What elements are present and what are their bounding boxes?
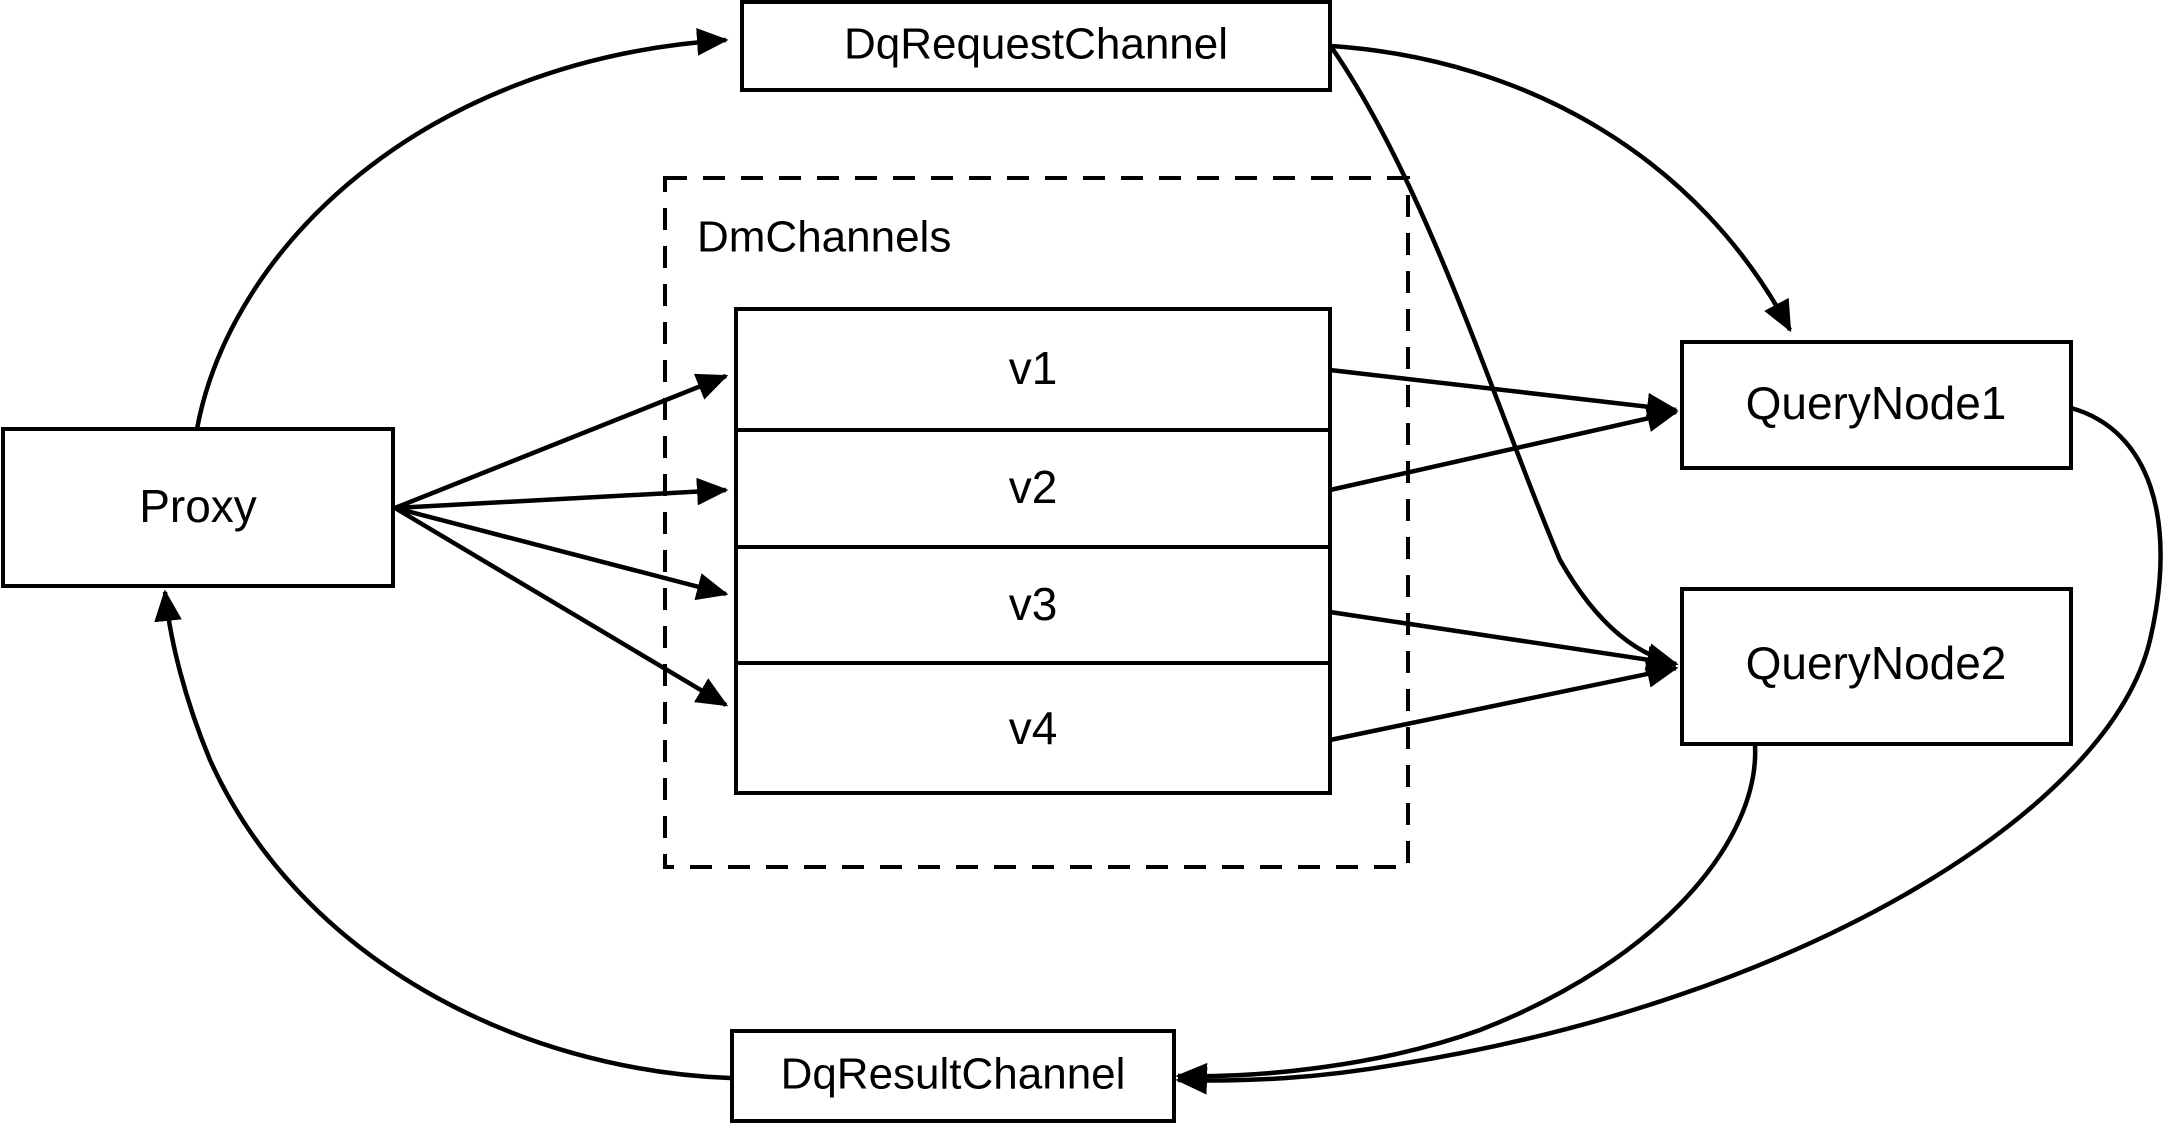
dqrequestchannel-label: DqRequestChannel (844, 20, 1228, 69)
edge-proxy-to-v2 (394, 477, 729, 511)
edge-proxy-to-dqrequestchannel (194, 28, 729, 430)
querynode1-box[interactable] (1680, 340, 2073, 470)
dqresultchannel-box[interactable] (730, 1029, 1176, 1123)
dmchannels-stack (734, 307, 1332, 795)
querynode2-label: QueryNode2 (1746, 637, 2007, 689)
channel-label-v4: v4 (1009, 702, 1058, 754)
dmchannels-group-label: DmChannels (697, 213, 951, 262)
edge-querynode1-to-dqresultchannel (1175, 405, 2163, 1095)
channel-label-v2: v2 (1009, 461, 1058, 513)
edge-dqresultchannel-to-proxy (154, 589, 731, 1081)
edge-proxy-to-v4 (393, 506, 729, 707)
dmchannels-group (663, 176, 1410, 869)
edge-v4-to-querynode2 (1329, 660, 1679, 743)
proxy-box[interactable] (1, 427, 395, 588)
querynode1-label: QueryNode1 (1746, 377, 2007, 429)
edge-v1-to-querynode1 (1329, 367, 1679, 421)
edge-dqrequestchannel-to-querynode2 (1330, 46, 1679, 671)
channel-label-v3: v3 (1009, 578, 1058, 630)
edge-querynode2-to-dqresultchannel (1175, 744, 1758, 1091)
edge-v2-to-querynode1 (1329, 404, 1679, 493)
edge-proxy-to-v3 (394, 505, 729, 601)
edge-v3-to-querynode2 (1329, 609, 1679, 674)
edge-dqrequestchannel-to-querynode1 (1331, 43, 1792, 333)
channel-label-v1: v1 (1009, 342, 1058, 394)
edge-proxy-to-v1 (394, 373, 729, 511)
dqrequestchannel-box[interactable] (740, 0, 1332, 92)
querynode2-box[interactable] (1680, 587, 2073, 746)
dqresultchannel-label: DqResultChannel (781, 1050, 1126, 1099)
proxy-label: Proxy (139, 480, 257, 532)
